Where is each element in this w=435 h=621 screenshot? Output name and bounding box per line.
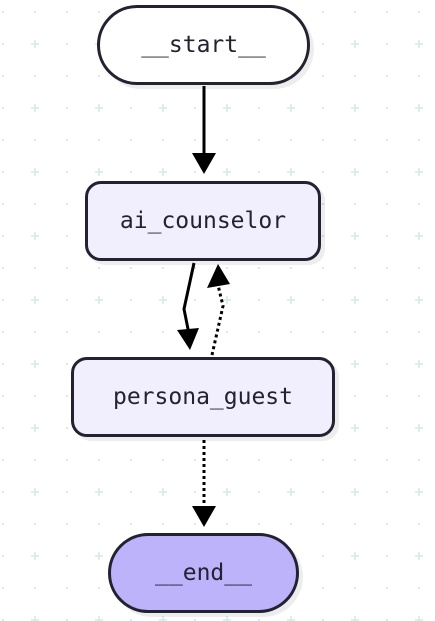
node-persona-guest-label: persona_guest: [112, 384, 293, 410]
node-ai-counselor-label: ai_counselor: [119, 208, 287, 234]
edge-ai-counselor-to-persona-guest: [182, 262, 196, 335]
node-ai-counselor[interactable]: ai_counselor: [85, 181, 321, 261]
arrowhead-ai-counselor-to-persona-guest: [177, 328, 199, 350]
edge-persona-guest-to-ai-counselor: [210, 284, 225, 356]
arrowhead-persona-guest-to-end: [192, 506, 216, 527]
node-start[interactable]: __start__: [97, 5, 310, 85]
node-end[interactable]: __end__: [108, 533, 299, 613]
arrowhead-persona-guest-to-ai-counselor: [207, 264, 230, 288]
node-end-label: __end__: [155, 560, 252, 586]
node-persona-guest[interactable]: persona_guest: [71, 357, 335, 437]
arrowhead-start-to-ai-counselor: [192, 153, 216, 174]
node-start-label: __start__: [141, 32, 266, 58]
